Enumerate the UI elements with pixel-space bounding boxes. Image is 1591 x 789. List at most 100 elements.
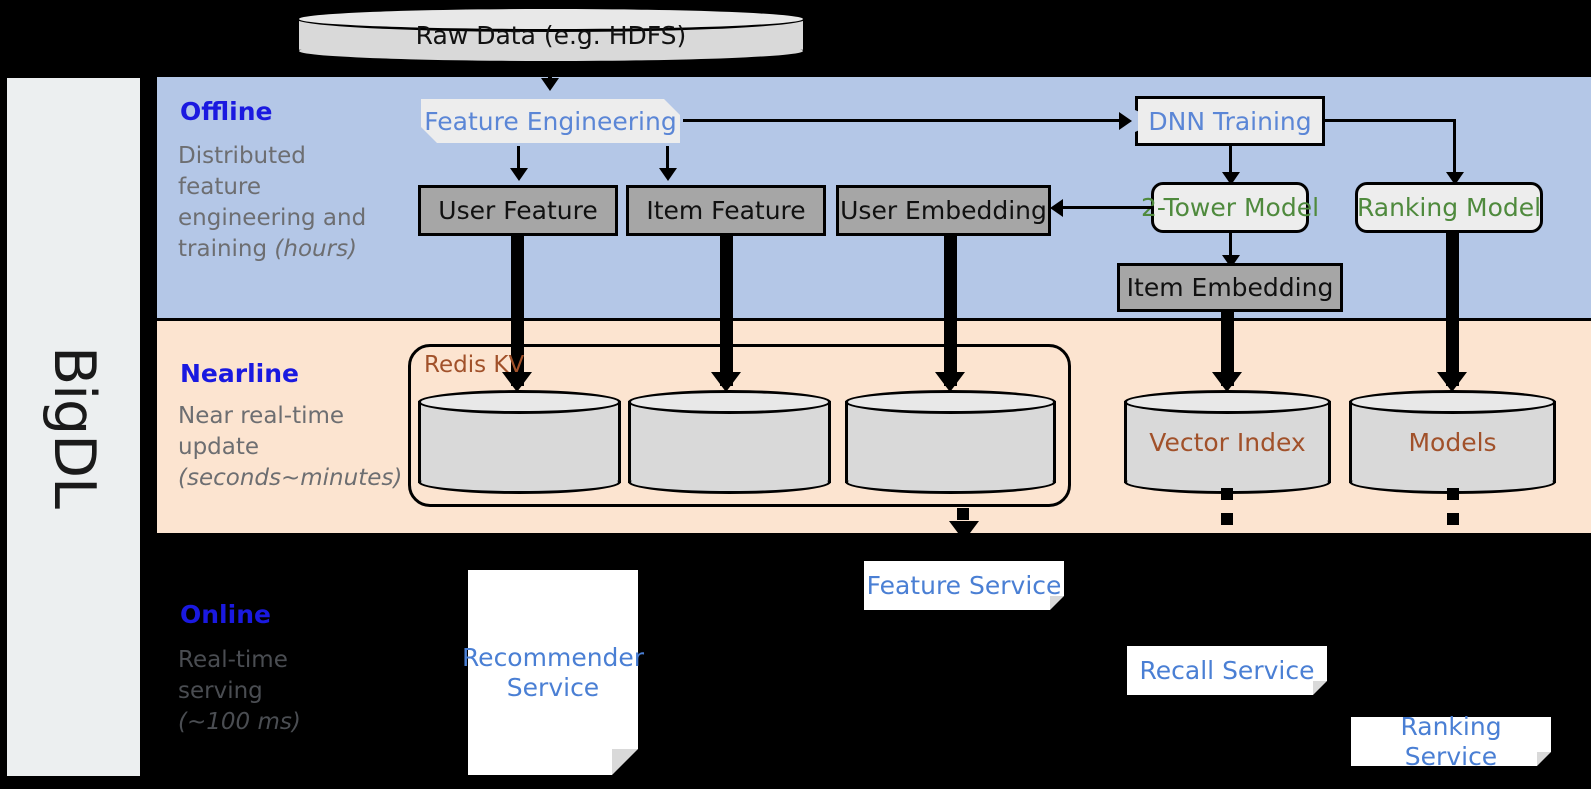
edge-rawdata-to-fe	[548, 62, 552, 84]
raw-data-cylinder: Raw Data (e.g. HDFS)	[296, 6, 806, 64]
caption-line: Real-time	[178, 647, 288, 673]
pipe-itemfeature	[720, 236, 733, 386]
arrowhead-pipe-userfeature	[502, 372, 532, 392]
dash-ranking-service-2	[1447, 513, 1459, 525]
node-label: 2-Tower Model	[1140, 193, 1320, 222]
arrowhead-dnn-to-twotower	[1222, 172, 1240, 185]
page-fold-icon	[612, 749, 638, 775]
arrowhead-fe-to-dnn	[1119, 112, 1132, 130]
cylinder-top	[418, 390, 621, 414]
arrowhead-rawdata-to-fe	[541, 78, 559, 91]
bigdl-label: BigDL	[40, 346, 107, 508]
edge-fe-to-userfeature	[517, 146, 520, 170]
dash-recall-service-2	[1221, 513, 1233, 525]
pipe-userfeature	[511, 236, 524, 386]
dash-feature-service-1	[957, 508, 969, 520]
cylinder-body	[628, 401, 831, 483]
pipe-rankingmodel	[1446, 233, 1459, 386]
store-label	[845, 390, 1056, 494]
cylinder-top	[845, 390, 1056, 414]
service-feature[interactable]: Feature Service	[864, 561, 1064, 610]
node-item-feature[interactable]: Item Feature	[626, 185, 826, 236]
edge-fe-to-itemfeature	[666, 146, 669, 170]
arrowhead-fe-to-userfeature	[510, 168, 528, 181]
edge-twotower-to-itemembedding	[1229, 233, 1232, 262]
page-fold-icon	[1313, 681, 1327, 695]
dash-ranking-service-1	[1447, 488, 1459, 500]
cylinder-top	[628, 390, 831, 414]
store-models[interactable]: Models	[1349, 390, 1556, 494]
node-two-tower-model[interactable]: 2-Tower Model	[1141, 182, 1319, 233]
cylinder-body	[1124, 401, 1331, 483]
band-caption-online: Real-time serving (~100 ms)	[178, 645, 418, 738]
edge-fe-to-dnn	[683, 119, 1119, 122]
node-feature-engineering[interactable]: Feature Engineering	[418, 96, 683, 146]
caption-line: Distributed	[178, 143, 306, 169]
band-caption-offline: Distributed feature engineering and trai…	[178, 141, 418, 265]
pipe-itemembedding	[1221, 312, 1234, 386]
node-fill	[421, 99, 680, 143]
page-fold-icon	[1537, 752, 1551, 766]
caption-italic: (~100 ms)	[178, 709, 301, 735]
page-fold-icon	[1050, 596, 1064, 610]
node-item-embedding[interactable]: Item Embedding	[1117, 263, 1343, 312]
store-user-feature[interactable]	[418, 390, 621, 494]
node-label: Item Embedding	[1126, 273, 1334, 302]
dash-recall-service-1	[1221, 488, 1233, 500]
store-label	[628, 390, 831, 494]
redis-kv-container	[408, 344, 1071, 507]
band-title-online: Online	[180, 600, 271, 629]
raw-data-label: Raw Data (e.g. HDFS)	[415, 20, 687, 50]
node-ranking-model[interactable]: Ranking Model	[1355, 182, 1543, 233]
edge-dnn-to-ranking-v	[1453, 119, 1456, 178]
arrowhead-pipe-itemfeature	[711, 372, 741, 392]
caption-line: engineering and	[178, 205, 367, 231]
arrowhead-to-feature-service	[949, 521, 979, 541]
edge-twotower-to-userembedding	[1063, 206, 1153, 209]
caption-line: training	[178, 236, 275, 262]
arrowhead-fe-to-itemfeature	[659, 168, 677, 181]
cylinder-body	[418, 401, 621, 483]
service-ranking[interactable]: Ranking Service	[1351, 712, 1551, 771]
store-label	[418, 390, 621, 494]
service-recommender[interactable]: Recommender Service	[462, 570, 644, 775]
cylinder-top	[1124, 390, 1331, 414]
node-label: DNN Training	[1148, 106, 1312, 136]
node-label: User Embedding	[840, 196, 1047, 225]
arrowhead-pipe-itemembedding	[1212, 372, 1242, 392]
service-label: Ranking Service	[1400, 711, 1502, 771]
caption-line: update	[178, 434, 260, 460]
store-user-embedding[interactable]	[845, 390, 1056, 494]
bigdl-framework-sidebar: BigDL	[6, 77, 141, 777]
service-label: Recommender Service	[461, 642, 645, 702]
cylinder-body	[845, 401, 1056, 483]
node-label: Item Feature	[646, 196, 806, 225]
arrowhead-twotower-to-userembedding	[1050, 199, 1063, 217]
arrowhead-dnn-to-ranking	[1446, 172, 1464, 185]
cylinder-top	[1349, 390, 1556, 414]
node-label: Feature Engineering	[424, 106, 677, 136]
caption-line: Near real-time	[178, 403, 345, 429]
band-title-offline: Offline	[180, 97, 273, 126]
caption-line: serving	[178, 678, 263, 704]
node-user-embedding[interactable]: User Embedding	[836, 185, 1051, 236]
arrowhead-pipe-rankingmodel	[1437, 372, 1467, 392]
store-label: Models	[1408, 427, 1497, 457]
store-label: Vector Index	[1149, 427, 1306, 457]
node-user-feature[interactable]: User Feature	[418, 185, 618, 236]
service-label: Recall Service	[1139, 655, 1315, 685]
arrowhead-pipe-userembedding	[935, 372, 965, 392]
edge-dnn-to-twotower	[1229, 146, 1232, 178]
caption-line: feature	[178, 174, 262, 200]
node-dnn-training[interactable]: DNN Training	[1135, 96, 1325, 146]
redis-kv-label: Redis KV	[424, 352, 525, 378]
edge-dnn-to-ranking-h	[1325, 119, 1456, 122]
cylinder-body	[1349, 401, 1556, 483]
service-recall[interactable]: Recall Service	[1127, 646, 1327, 695]
band-title-nearline: Nearline	[180, 359, 299, 388]
caption-italic: (seconds~minutes)	[178, 465, 403, 491]
node-fill	[1138, 99, 1322, 143]
store-item-feature[interactable]	[628, 390, 831, 494]
store-vector-index[interactable]: Vector Index	[1124, 390, 1331, 494]
